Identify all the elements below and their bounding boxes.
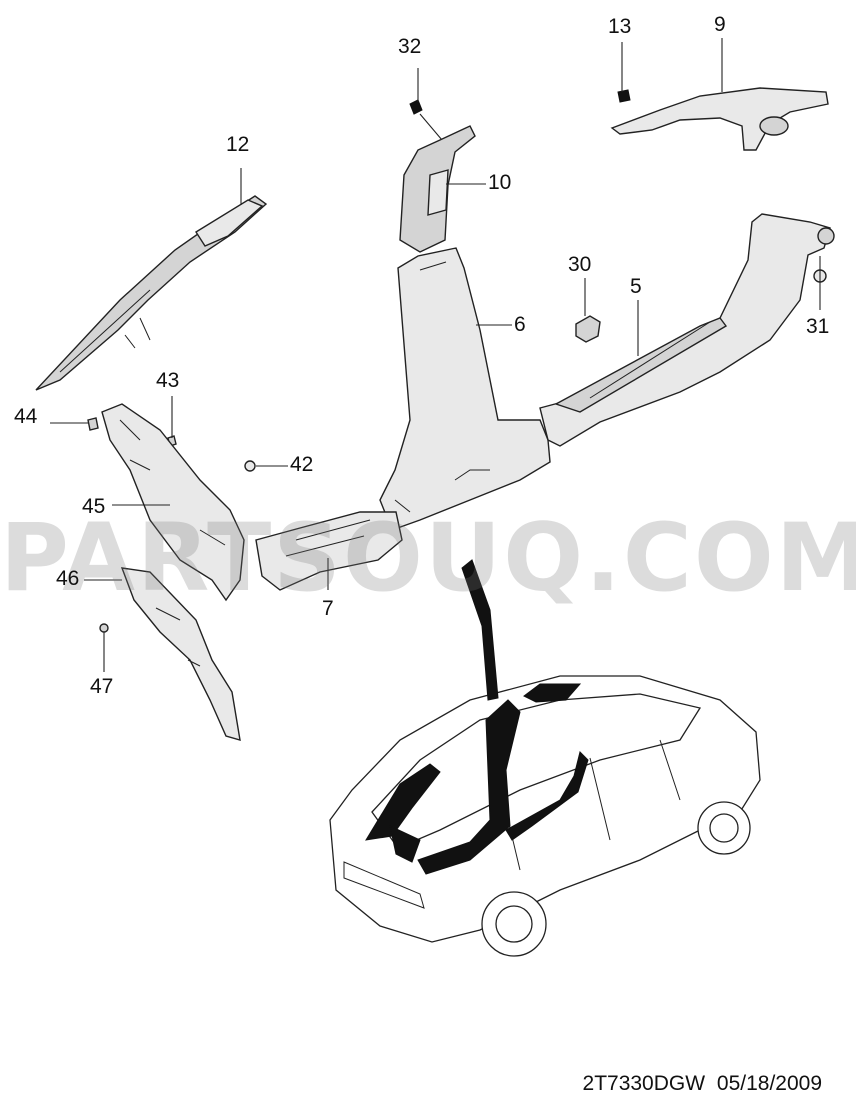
callout-31[interactable]: 31	[806, 315, 830, 338]
part-9-assist-grip[interactable]	[610, 38, 829, 151]
part-44-clip[interactable]	[50, 417, 99, 431]
callout-44[interactable]: 44	[14, 405, 38, 428]
vehicle-location-view	[329, 559, 761, 957]
diagram-code-and-date: 2T7330DGW 05/18/2009	[582, 1072, 822, 1095]
part-6-center-pillar-lower-trim[interactable]	[379, 247, 551, 531]
callout-9[interactable]: 9	[714, 13, 726, 36]
callout-13[interactable]: 13	[608, 15, 632, 38]
callout-7[interactable]: 7	[322, 597, 334, 620]
callout-30[interactable]: 30	[568, 253, 592, 276]
callout-10[interactable]: 10	[488, 171, 512, 194]
part-43-clip[interactable]	[167, 396, 177, 447]
callout-12[interactable]: 12	[226, 133, 250, 156]
part-42-clip[interactable]	[244, 460, 288, 472]
watermark: PARTSOUQ.COM	[0, 504, 856, 613]
part-31-clip[interactable]	[813, 256, 827, 310]
part-13-clip[interactable]	[617, 42, 631, 103]
part-45-quarter-lower-trim[interactable]	[101, 403, 245, 602]
callout-43[interactable]: 43	[156, 369, 180, 392]
callout-45[interactable]: 45	[82, 495, 106, 518]
callout-6[interactable]: 6	[514, 313, 526, 336]
callout-32[interactable]: 32	[398, 35, 422, 58]
part-5-sill-scuff-plate[interactable]	[539, 213, 835, 447]
part-10-center-pillar-upper-trim[interactable]	[399, 125, 486, 253]
part-32-clip[interactable]	[409, 68, 443, 141]
part-47-clip[interactable]	[99, 623, 109, 672]
callout-5[interactable]: 5	[630, 275, 642, 298]
callout-46[interactable]: 46	[56, 567, 80, 590]
callout-42[interactable]: 42	[290, 453, 314, 476]
callout-47[interactable]: 47	[90, 675, 114, 698]
part-12-front-pillar-trim[interactable]	[35, 168, 268, 391]
part-7-front-sill-scuff[interactable]	[255, 511, 403, 591]
part-30-clip[interactable]	[575, 278, 601, 343]
part-46-trim-panel[interactable]	[84, 567, 241, 741]
